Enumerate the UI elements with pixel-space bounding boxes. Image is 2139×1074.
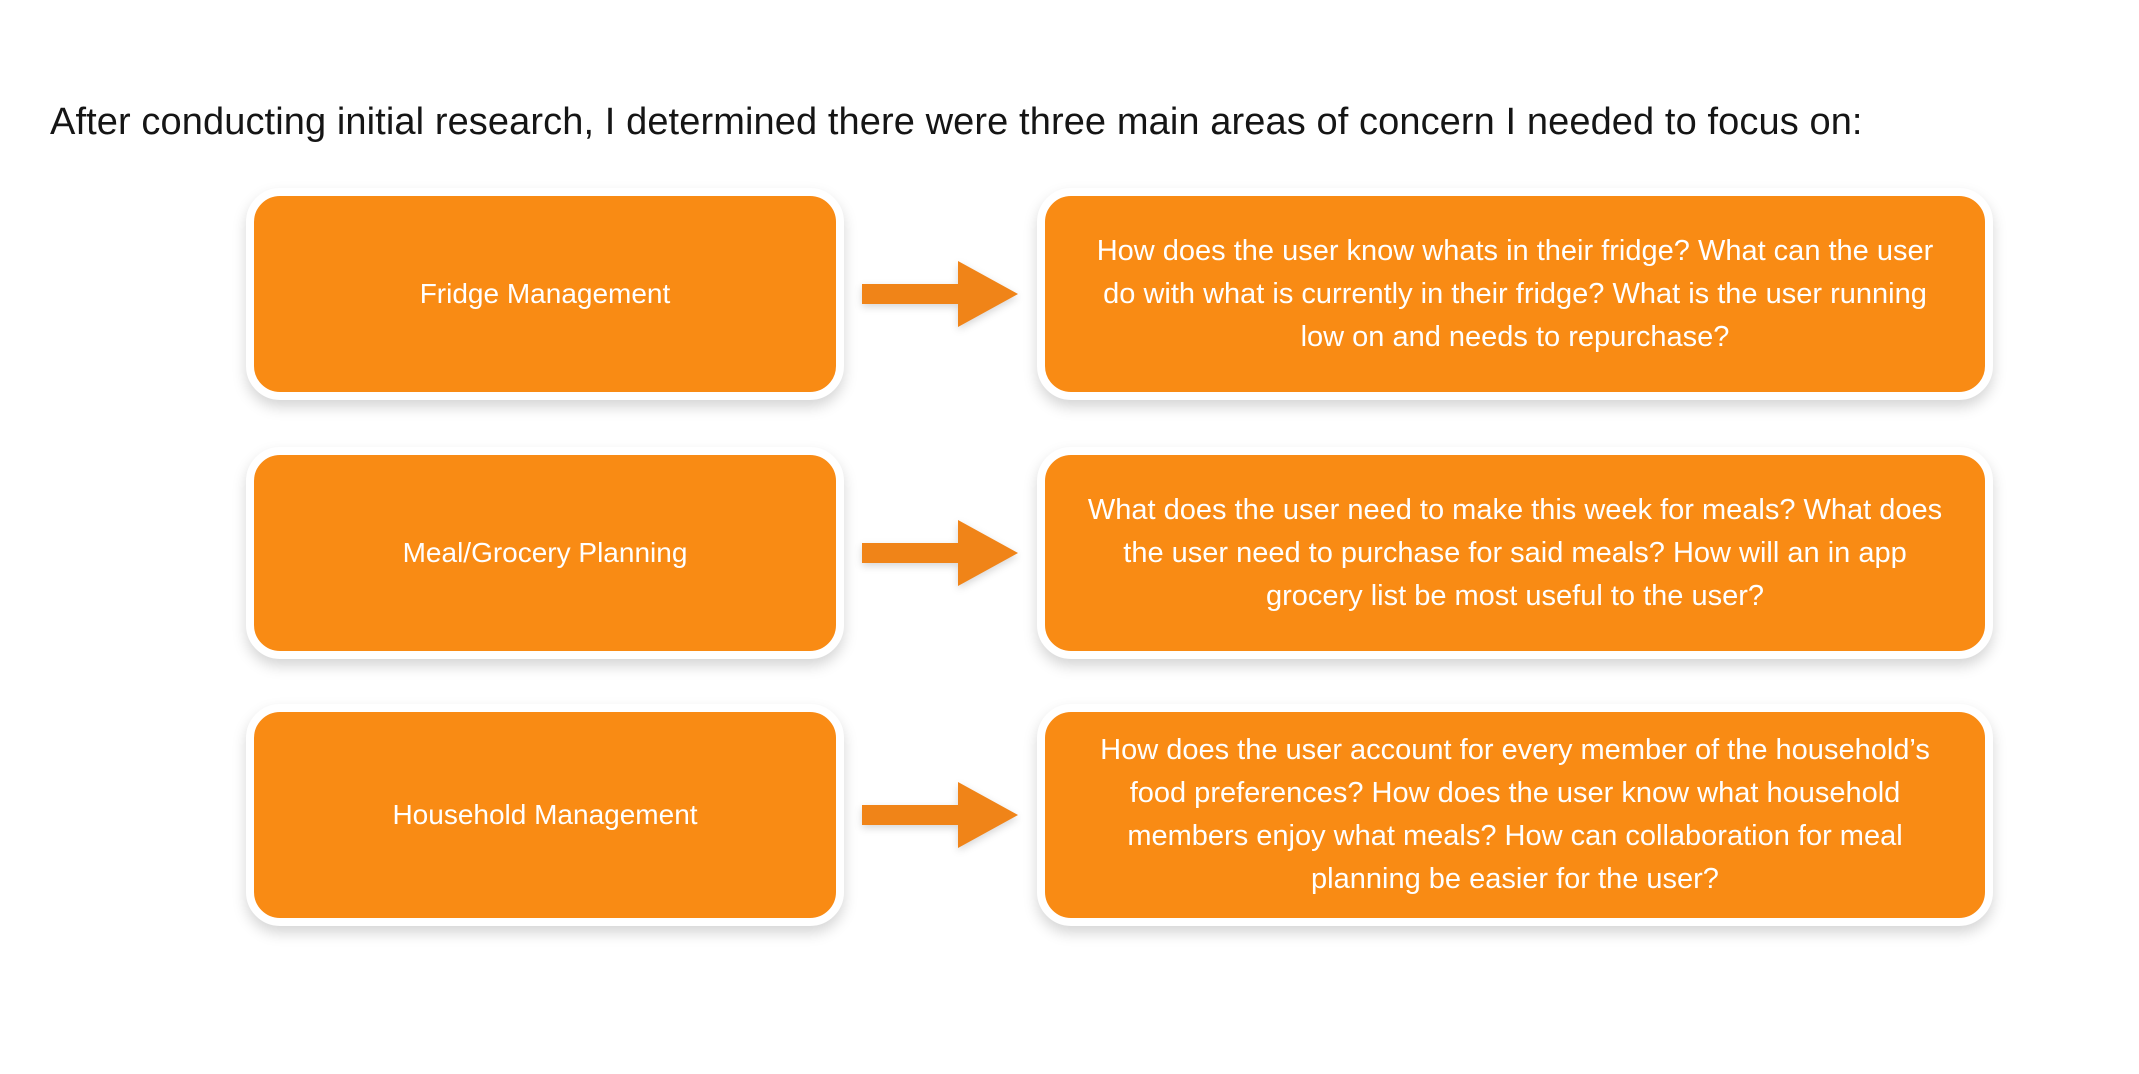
area-card[interactable]: Household Management <box>246 704 844 926</box>
area-card-label: Household Management <box>392 799 698 830</box>
question-card[interactable]: How does the user know whats in their fr… <box>1037 188 1993 400</box>
concern-row: Fridge Management How does the user know… <box>0 188 2139 400</box>
concern-row: Meal/Grocery Planning What does the user… <box>0 447 2139 659</box>
arrow-right-icon <box>862 782 1018 848</box>
question-card[interactable]: What does the user need to make this wee… <box>1037 447 1993 659</box>
question-card-text: How does the user know whats in their fr… <box>1096 234 1934 353</box>
area-card[interactable]: Meal/Grocery Planning <box>246 447 844 659</box>
question-card-text: How does the user account for every memb… <box>1100 734 1930 895</box>
arrow-right-icon <box>862 261 1018 327</box>
arrow-right-icon <box>862 520 1018 586</box>
concern-row: Household Management How does the user a… <box>0 704 2139 926</box>
question-card-text: What does the user need to make this wee… <box>1087 493 1943 612</box>
page-title: After conducting initial research, I det… <box>50 101 1863 143</box>
area-card-label: Fridge Management <box>419 278 671 309</box>
area-card-label: Meal/Grocery Planning <box>402 537 688 568</box>
area-card[interactable]: Fridge Management <box>246 188 844 400</box>
question-card[interactable]: How does the user account for every memb… <box>1037 704 1993 926</box>
